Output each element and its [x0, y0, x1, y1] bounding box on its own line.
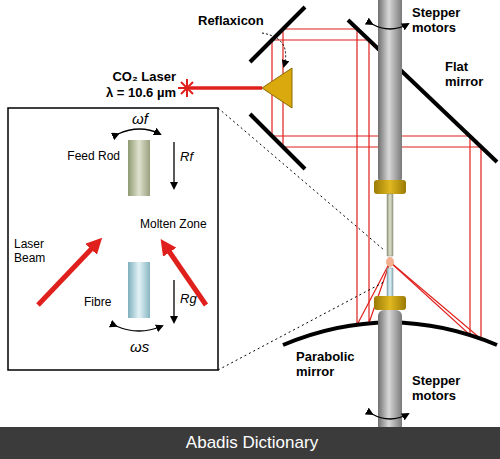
- chuck: [374, 180, 406, 194]
- source-label: CO₂ Laser: [90, 70, 176, 85]
- lower-rod: [378, 310, 402, 440]
- part-label: Stepper motors: [412, 6, 474, 36]
- leader-line: [262, 33, 286, 66]
- fibre: [128, 262, 150, 318]
- laser-rays: [190, 29, 481, 339]
- part-label: Stepper motors: [412, 374, 474, 404]
- rotation-arrow: [372, 24, 408, 29]
- feed-rod: [128, 140, 150, 196]
- wavelength-label: λ = 10.6 µm: [86, 86, 176, 101]
- rotation-arrow: [116, 326, 162, 331]
- fibre: [387, 268, 393, 298]
- rate-symbol: Rg: [180, 292, 197, 307]
- zoom-line: [218, 108, 384, 250]
- rate-symbol: Rf: [180, 150, 193, 165]
- laser-source: [178, 79, 196, 97]
- chuck: [374, 296, 406, 310]
- inset-frame: [8, 108, 218, 370]
- feed-rod: [387, 194, 393, 256]
- watermark: Abadis Dictionary: [2, 433, 500, 453]
- part-label: Fibre: [84, 296, 111, 310]
- mirrors: [250, 7, 497, 345]
- part-label: Parabolic mirror: [296, 350, 360, 380]
- rotation-symbol: ωf: [132, 110, 148, 127]
- part-label: Molten Zone: [140, 218, 207, 232]
- part-label: Flat mirror: [445, 60, 497, 90]
- rotation-symbol: ωs: [130, 338, 149, 355]
- part-label: Feed Rod: [56, 150, 120, 164]
- speed-arrow: [173, 280, 174, 322]
- part-label: Laser Beam: [14, 238, 58, 266]
- rotation-arrow: [372, 414, 408, 419]
- molten-zone: [386, 257, 394, 267]
- reflaxicon-cone: [262, 68, 292, 108]
- rotation-arrow: [118, 129, 160, 134]
- part-label: Reflaxicon: [198, 14, 264, 29]
- speed-arrow: [173, 142, 174, 188]
